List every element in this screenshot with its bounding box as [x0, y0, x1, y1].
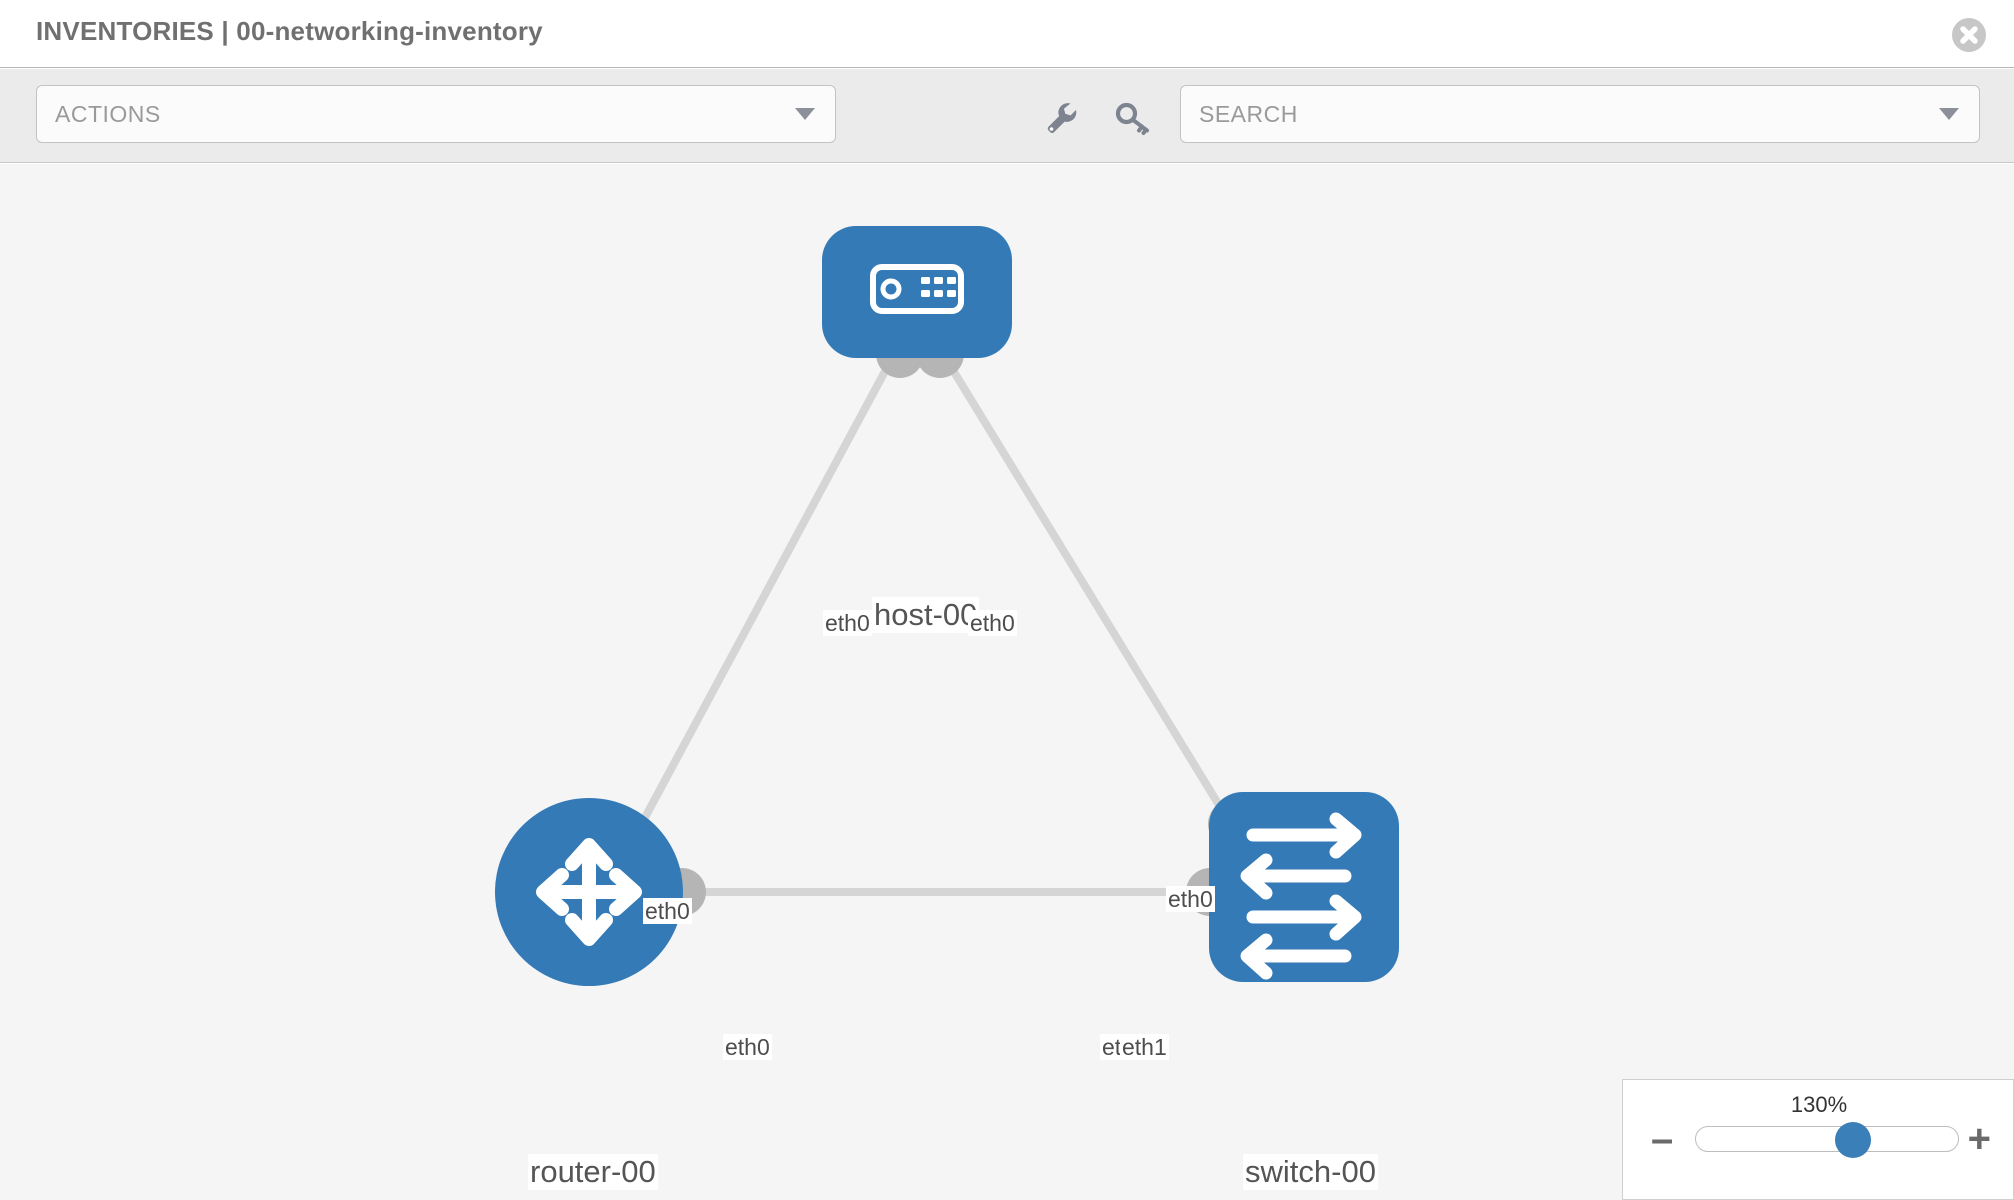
topology-canvas[interactable]: eth0 host-00 eth0 eth0 eth0 eth0 etl eth… — [0, 164, 2014, 1200]
search-input[interactable]: SEARCH — [1180, 85, 1980, 143]
zoom-out-button[interactable]: – — [1651, 1117, 1674, 1161]
edge-label-host-eth0-left: eth0 — [823, 610, 872, 637]
close-icon[interactable] — [1952, 18, 1986, 52]
zoom-control-panel: 130% – + — [1622, 1079, 2014, 1200]
edge-label-switch-eth1: eth1 — [1120, 1034, 1169, 1061]
actions-dropdown-label: ACTIONS — [55, 100, 161, 127]
server-icon — [870, 264, 964, 314]
zoom-slider[interactable] — [1695, 1122, 1959, 1158]
topology-graph — [495, 226, 1399, 986]
page-title: INVENTORIES | 00-networking-inventory — [36, 16, 543, 46]
chevron-down-icon — [795, 108, 815, 120]
search-placeholder: SEARCH — [1199, 100, 1298, 127]
edge-label-router-eth0: eth0 — [723, 1034, 772, 1061]
edge-host-router[interactable] — [616, 360, 894, 866]
key-icon[interactable] — [1112, 97, 1154, 139]
node-router-00[interactable] — [495, 798, 683, 986]
page-header: INVENTORIES | 00-networking-inventory — [0, 0, 2014, 68]
node-switch-00[interactable] — [1209, 792, 1399, 982]
edge-label-router-eth0-up: eth0 — [643, 898, 692, 925]
toolbar: ACTIONS SEARCH — [0, 69, 2014, 163]
actions-dropdown[interactable]: ACTIONS — [36, 85, 836, 143]
node-host-00[interactable] — [822, 226, 1012, 358]
router-arrows-icon — [536, 838, 642, 946]
chevron-down-icon — [1939, 108, 1959, 120]
edge-label-switch-eth0-up: eth0 — [1166, 886, 1215, 913]
node-label-host-00: host-00 — [872, 597, 980, 633]
zoom-slider-thumb[interactable] — [1835, 1122, 1872, 1158]
topology-edges — [616, 359, 1259, 896]
edge-host-switch[interactable] — [944, 359, 1259, 867]
zoom-in-button[interactable]: + — [1967, 1117, 1991, 1161]
zoom-level-label: 130% — [1790, 1092, 1848, 1117]
edge-label-host-eth0-right: eth0 — [968, 610, 1017, 637]
node-label-router-00: router-00 — [528, 1154, 658, 1190]
wrench-icon[interactable] — [1040, 97, 1082, 139]
node-label-switch-00: switch-00 — [1243, 1154, 1378, 1190]
switch-arrows-icon — [1240, 812, 1362, 980]
